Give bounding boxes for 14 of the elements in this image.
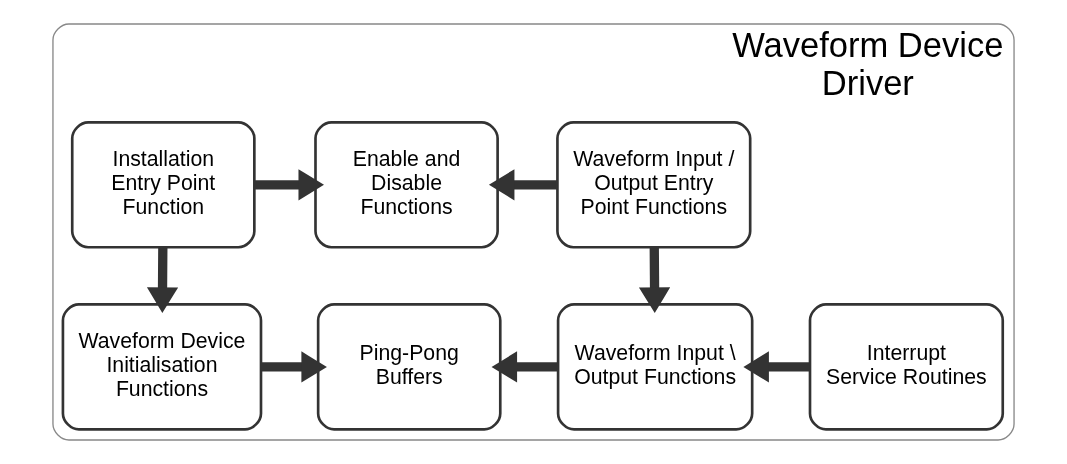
arrow xyxy=(254,169,324,201)
arrow xyxy=(743,351,810,383)
node-box: Waveform Device Initialisation Functions xyxy=(61,303,263,431)
arrow xyxy=(261,351,327,383)
arrow xyxy=(488,169,557,201)
node-box: Installation Entry Point Function xyxy=(70,121,256,249)
arrow xyxy=(638,247,671,313)
arrow xyxy=(491,351,558,383)
node-box: Ping-Pong Buffers xyxy=(316,303,502,431)
node-box: Waveform Input \ Output Functions xyxy=(556,303,754,431)
node-box: Interrupt Service Routines xyxy=(808,303,1005,431)
node-box: Enable and Disable Functions xyxy=(314,121,499,249)
arrow xyxy=(146,247,179,313)
node-box: Waveform Input / Output Entry Point Functions xyxy=(556,121,752,249)
